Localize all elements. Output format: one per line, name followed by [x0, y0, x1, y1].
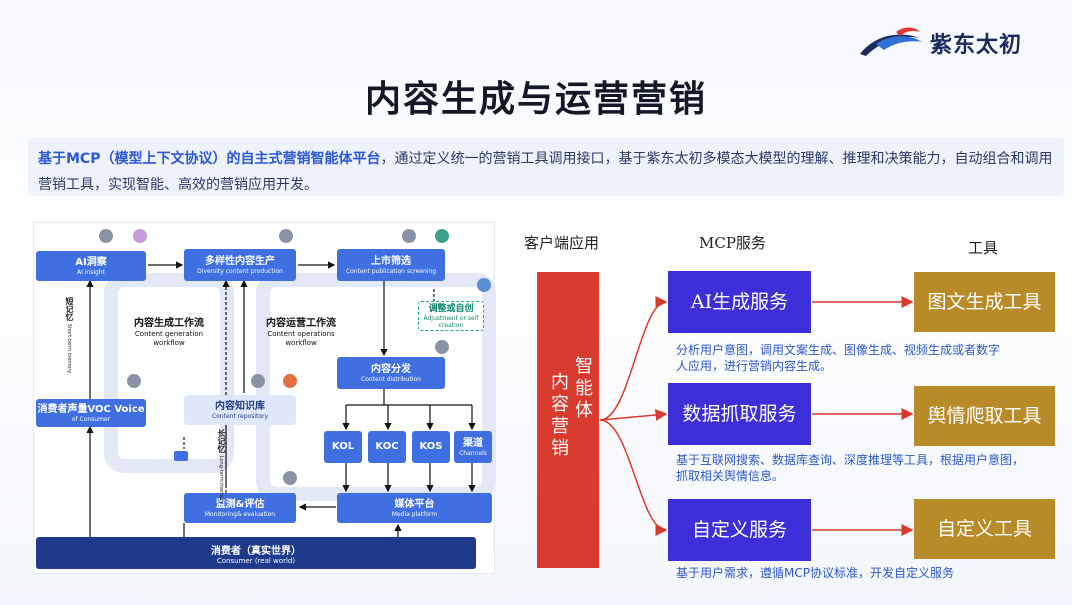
header-client: 客户端应用 [524, 234, 600, 252]
agent-block: 内容营销 智能体 [537, 272, 599, 568]
operations-flow-en1: Content operations [267, 330, 335, 338]
node-media-zh: 媒体平台 [394, 498, 435, 510]
node-diversity-en: Diversity content production [197, 267, 283, 275]
desc-data-crawl-line2: 抓取相关舆情信息。 [676, 469, 785, 483]
workflow-connectors [86, 261, 476, 537]
desc-data-crawl: 基于互联网搜索、数据库查询、深度推理等工具，根据用户意图， 抓取相关舆情信息。 [676, 452, 1024, 484]
node-monitoring-zh: 监测&评估 [215, 498, 265, 510]
node-repository-zh: 内容知识库 [215, 400, 265, 412]
generation-flow-en1: Content generation [134, 330, 204, 338]
desc-data-crawl-line1: 基于互联网搜索、数据库查询、深度推理等工具，根据用户意图， [676, 453, 1025, 467]
node-adjust: 调整或自创 Adjustment or self creation [418, 301, 484, 331]
service-ai-generation: AI生成服务 [668, 271, 811, 333]
node-distribution-en: Content distribution [361, 375, 421, 383]
node-channels-en: Channels [459, 449, 487, 457]
brand-logo: 紫东太初 [856, 22, 1056, 62]
long-memory-zh: 长记忆 [217, 429, 226, 453]
node-distribution-zh: 内容分发 [371, 363, 411, 375]
node-repository-en: Content repository [211, 412, 269, 420]
node-voc-en: of Consumer [71, 415, 111, 423]
node-ai-insight-zh: AI洞察 [75, 256, 107, 268]
node-monitoring: 监测&评估 Monitoring& evaluation [184, 493, 296, 523]
intro-highlight: 基于MCP（模型上下文协议）的自主式营销智能体平台 [38, 151, 381, 167]
node-voc-zh: 消费者声量VOC Voice [37, 403, 145, 415]
node-kos-label: KOS [419, 441, 443, 452]
brand-logo-mark [860, 27, 922, 56]
brand-name: 紫东太初 [930, 33, 1023, 58]
generation-flow-label: 内容生成工作流 Content generation workflow [114, 317, 224, 348]
node-voc: 消费者声量VOC Voice of Consumer [36, 399, 146, 427]
long-memory-label: 长记忆 Long-term memory [216, 429, 227, 504]
node-kos: KOS [412, 431, 450, 463]
operations-flow-label: 内容运营工作流 Content operations workflow [246, 317, 356, 348]
node-consumer-zh: 消费者（真实世界） [211, 545, 301, 557]
long-memory-en: Long-term memory [218, 455, 224, 505]
desc-ai-generation-line2: 人应用，进行营销内容生成。 [676, 359, 833, 373]
tool-custom: 自定义工具 [914, 499, 1055, 559]
desc-ai-generation-line1: 分析用户意图，调用文案生成、图像生成、视频生成或者数字 [676, 343, 1001, 357]
agent-label-agent: 智能体 [572, 356, 593, 422]
short-memory-zh: 短记忆 [65, 297, 74, 321]
node-koc: KOC [368, 431, 406, 463]
desc-custom: 基于用户需求，遵循MCP协议标准，开发自定义服务 [676, 565, 954, 581]
node-channels-zh: 渠道 [463, 437, 483, 449]
node-diversity-zh: 多样性内容生产 [205, 255, 275, 267]
header-service: MCP服务 [699, 234, 766, 252]
page-title: 内容生成与运营营销 [364, 79, 707, 120]
desc-custom-line1: 基于用户需求，遵循MCP协议标准，开发自定义服务 [676, 566, 954, 580]
node-consumer: 消费者（真实世界） Consumer (real world) [36, 537, 476, 569]
operations-flow-en2: workflow [285, 339, 317, 347]
node-koc-label: KOC [375, 441, 399, 452]
desc-ai-generation: 分析用户意图，调用文案生成、图像生成、视频生成或者数字 人应用，进行营销内容生成… [676, 342, 1000, 374]
node-adjust-zh: 调整或自创 [428, 303, 474, 314]
node-screening-en: Content publication screening [345, 267, 437, 275]
node-monitoring-en: Monitoring& evaluation [204, 510, 276, 518]
short-memory-en: Short-term memory [66, 323, 72, 374]
short-memory-label: 短记忆 Short-term memory [64, 297, 75, 373]
node-media-en: Media platform [391, 510, 438, 518]
tool-sentiment-crawl: 舆情爬取工具 [914, 386, 1055, 446]
node-kol: KOL [324, 431, 362, 463]
generation-flow-zh: 内容生成工作流 [134, 318, 204, 329]
node-distribution: 内容分发 Content distribution [337, 357, 445, 389]
node-ai-insight: AI洞察 AI insight [36, 251, 146, 281]
node-ai-insight-en: AI insight [76, 268, 105, 276]
service-data-crawl: 数据抓取服务 [668, 383, 811, 445]
node-adjust-en: Adjustment or self creation [423, 314, 479, 329]
node-channels: 渠道 Channels [454, 431, 492, 463]
intro-text: 基于MCP（模型上下文协议）的自主式营销智能体平台，通过定义统一的营销工具调用接… [28, 138, 1064, 196]
agent-label-content-marketing: 内容营销 [548, 372, 569, 460]
node-diversity: 多样性内容生产 Diversity content production [184, 249, 296, 281]
node-repository: 内容知识库 Content repository [184, 395, 296, 425]
node-screening: 上市筛选 Content publication screening [337, 249, 445, 281]
node-consumer-en: Consumer (real world) [216, 556, 296, 565]
header-tools: 工具 [968, 239, 999, 257]
generation-flow-en2: workflow [153, 339, 185, 347]
tool-image-text-generation: 图文生成工具 [914, 272, 1055, 332]
node-media: 媒体平台 Media platform [337, 493, 492, 523]
service-custom: 自定义服务 [668, 499, 811, 561]
intro-rest: ，通过定义统一的营销工具调用接口，基于紫东太初多模态大模型的理解、推理和决策能力… [38, 151, 1053, 193]
operations-flow-zh: 内容运营工作流 [266, 318, 336, 329]
node-screening-zh: 上市筛选 [371, 255, 411, 267]
node-kol-label: KOL [331, 441, 355, 452]
workflow-diagram: AI洞察 AI insight 多样性内容生产 Diversity conten… [33, 222, 496, 574]
agent-icons [99, 229, 491, 485]
